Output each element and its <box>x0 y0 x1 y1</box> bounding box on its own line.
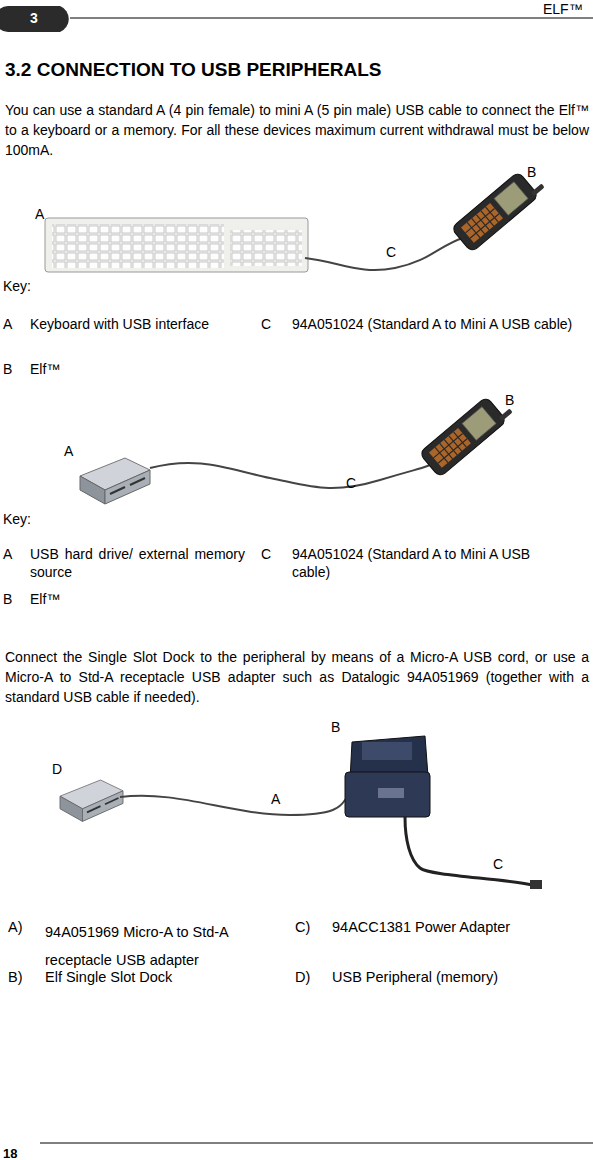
dock-slot <box>362 742 412 760</box>
body-text: You can use a standard A (4 pin female) … <box>5 100 589 160</box>
usb-cable <box>150 460 440 488</box>
callout-letter: B <box>331 718 340 736</box>
usb-cable <box>305 238 463 270</box>
footer-rule <box>40 1143 593 1144</box>
key-letter: C <box>261 315 271 333</box>
key-text: 94A051969 Micro-A to Std-A receptacle US… <box>45 918 260 974</box>
power-plug <box>530 880 542 889</box>
dock-connector <box>378 788 404 798</box>
key-text: Elf™ <box>30 360 60 378</box>
key-letter: A) <box>8 918 23 937</box>
key-text: Keyboard with USB interface <box>30 315 245 333</box>
chapter-number: 3 <box>30 9 38 27</box>
key-heading: Key: <box>3 510 31 528</box>
callout-letter: C <box>346 474 356 492</box>
usb-cable <box>120 795 350 815</box>
page-number: 18 <box>3 1146 17 1160</box>
callout-letter: C <box>493 855 503 873</box>
header-rule <box>70 18 593 19</box>
keyboard <box>45 218 308 272</box>
keyboard-keys <box>52 224 224 268</box>
key-letter: B <box>3 360 12 378</box>
keyboard-numpad <box>230 230 302 266</box>
elf-device <box>419 390 515 478</box>
key-text: 94A051024 (Standard A to Mini A USB cabl… <box>292 545 552 581</box>
memory-drive <box>60 780 123 821</box>
callout-letter: A <box>271 790 280 808</box>
key-text: USB Peripheral (memory) <box>332 968 582 987</box>
running-header: ELF™ <box>543 0 583 18</box>
key-letter: D) <box>295 968 310 987</box>
callout-letter: B <box>527 163 536 181</box>
body-text: Connect the Single Slot Dock to the peri… <box>5 647 589 707</box>
memory-drive <box>80 458 150 504</box>
key-letter: A <box>3 545 12 563</box>
callout-letter: A <box>64 442 73 460</box>
key-text: Elf Single Slot Dock <box>45 968 275 987</box>
key-letter: A <box>3 315 12 333</box>
dock-base <box>345 772 430 817</box>
key-text: USB hard drive/ external memory source <box>30 545 245 581</box>
key-letter: C) <box>295 918 310 937</box>
callout-letter: D <box>52 760 62 778</box>
chapter-tab <box>0 6 69 32</box>
key-letter: C <box>261 545 271 563</box>
key-text: Elf™ <box>30 590 60 608</box>
key-text: 94ACC1381 Power Adapter <box>332 918 582 937</box>
callout-letter: B <box>505 391 514 409</box>
key-text: 94A051024 (Standard A to Mini A USB cabl… <box>292 315 584 333</box>
section-heading: 3.2 CONNECTION TO USB PERIPHERALS <box>5 58 590 83</box>
key-letter: B) <box>8 968 23 987</box>
key-heading: Key: <box>3 277 31 295</box>
power-cable <box>405 817 533 885</box>
key-letter: B <box>3 590 12 608</box>
callout-letter: A <box>35 205 44 223</box>
callout-letter: C <box>386 243 396 261</box>
